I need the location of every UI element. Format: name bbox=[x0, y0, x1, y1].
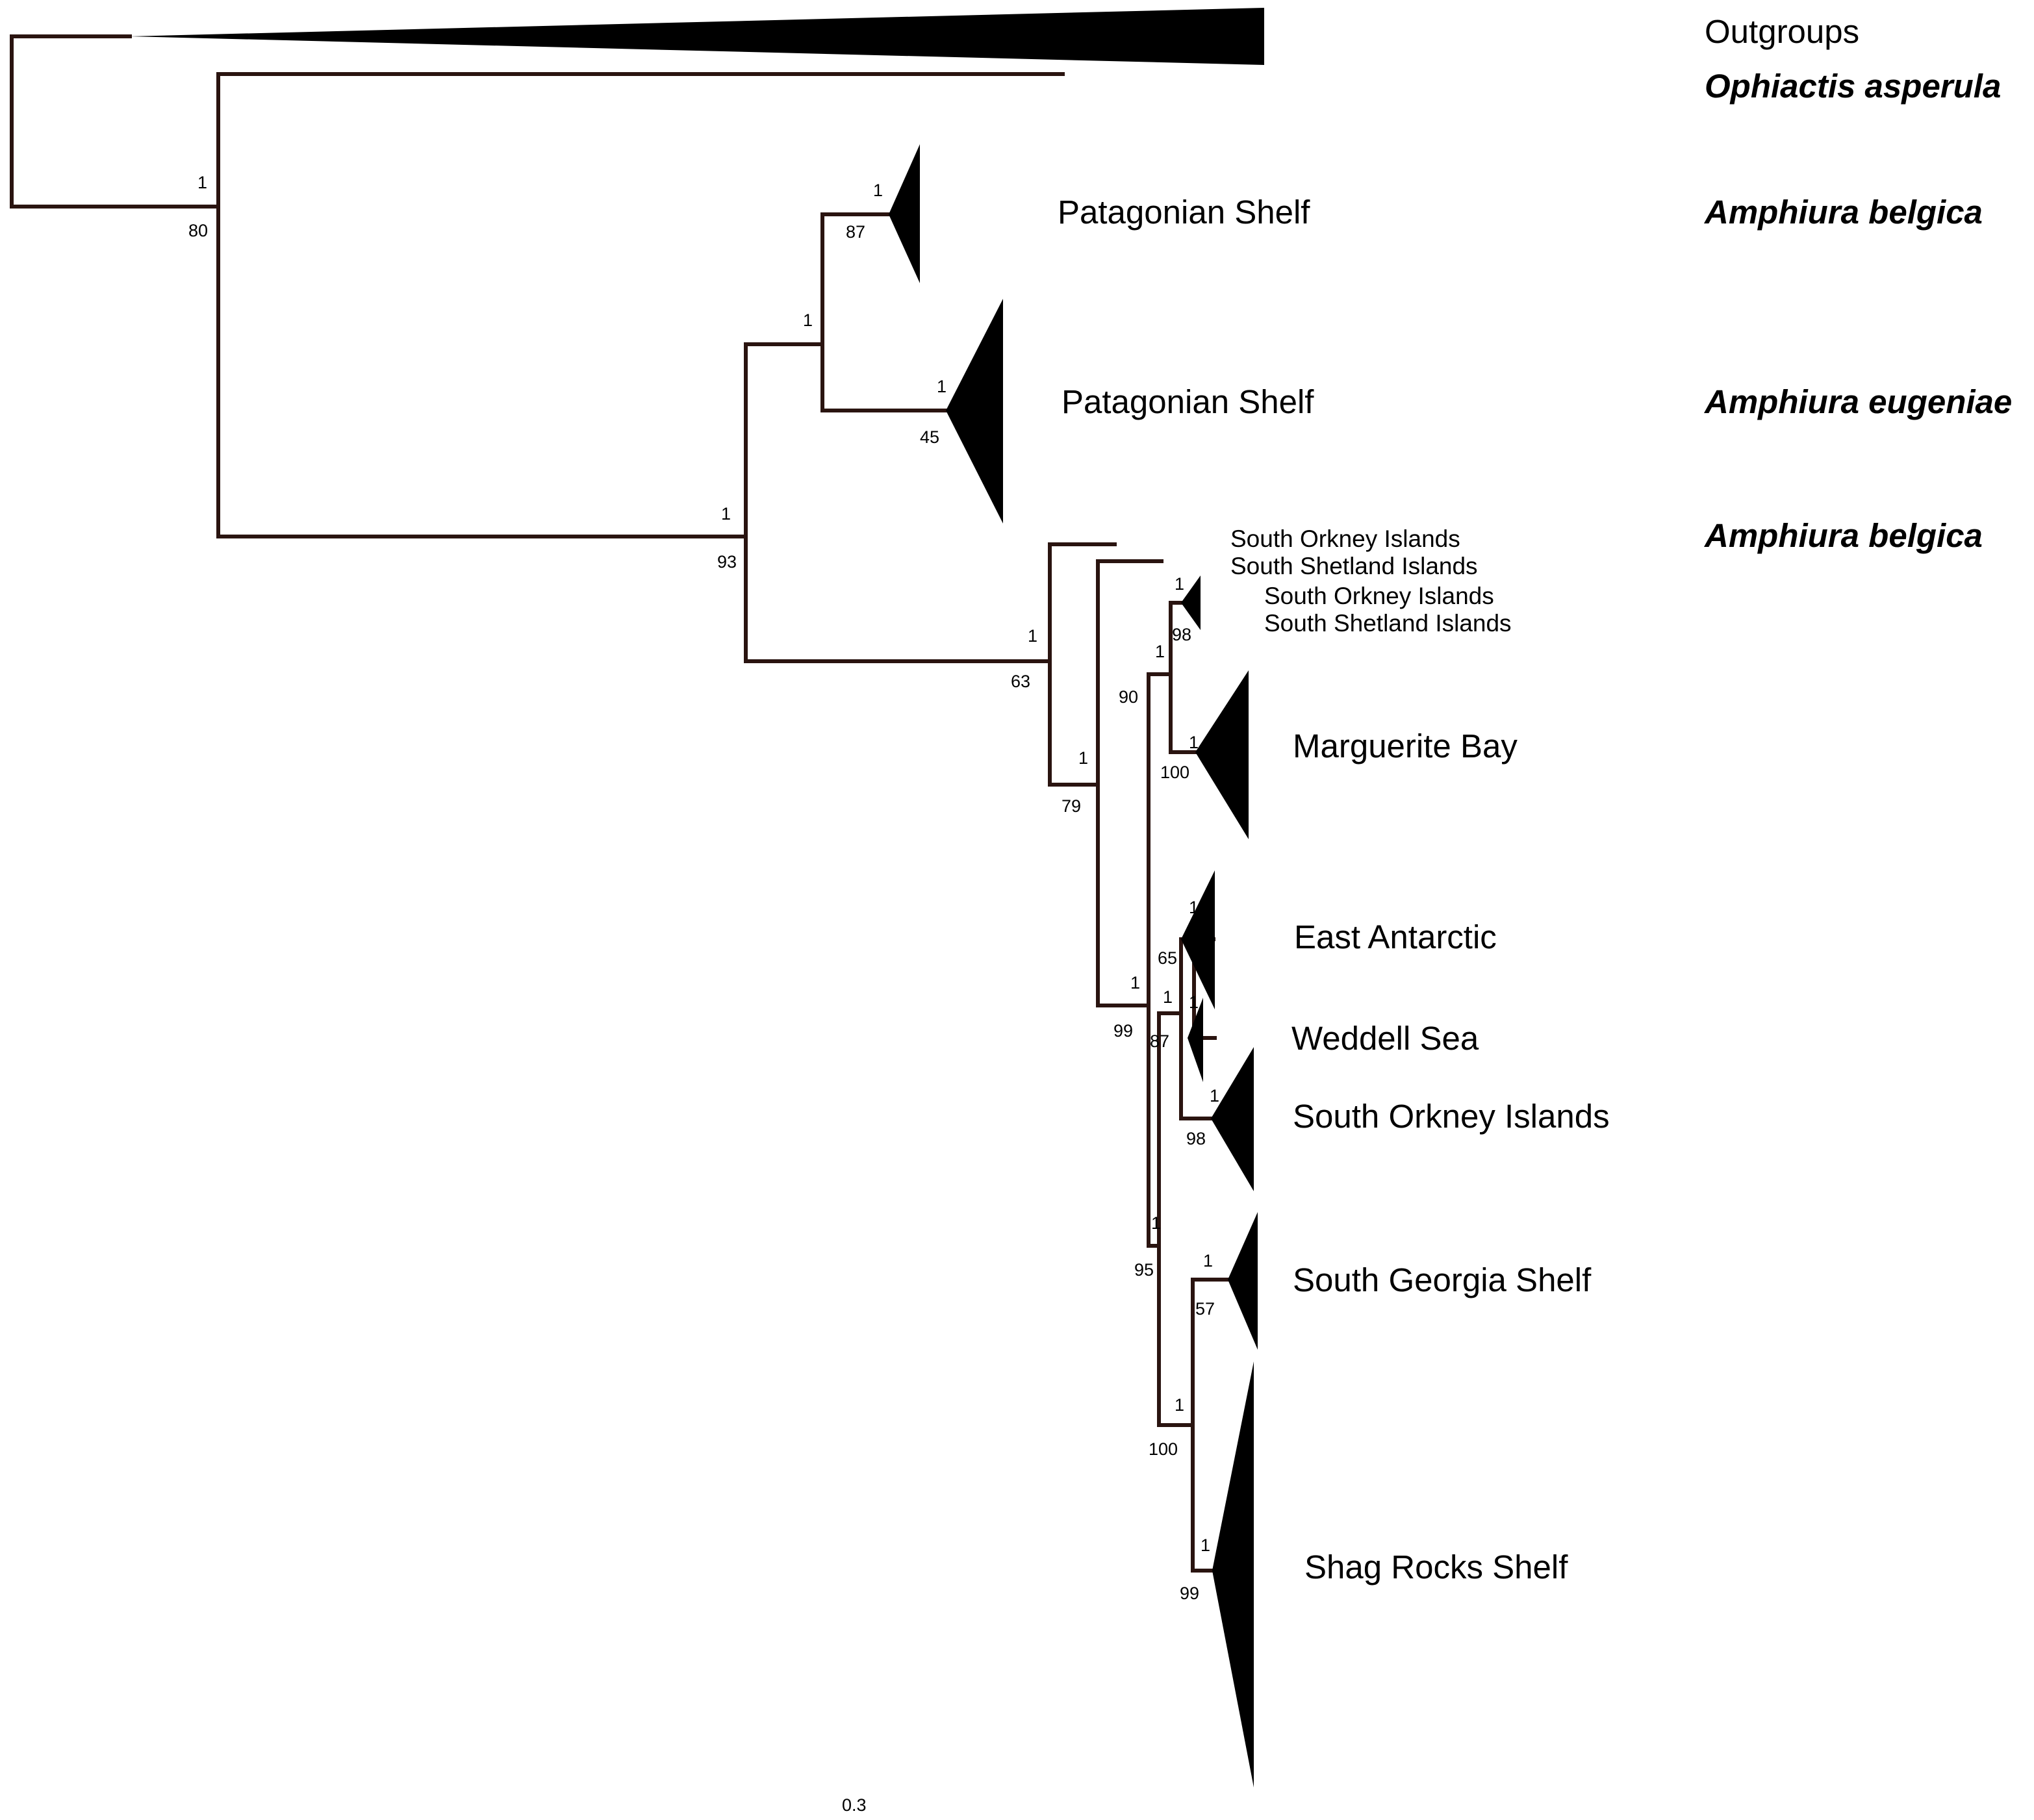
branch-antarctic-base bbox=[1048, 542, 1117, 787]
outgroups-label: Outgroups bbox=[1705, 13, 1859, 50]
branch-node-95 bbox=[1157, 1011, 1195, 1427]
location-label: South Shetland Islands bbox=[1230, 553, 1478, 579]
location-label: Marguerite Bay bbox=[1293, 727, 1518, 765]
clade-east-antarctic bbox=[1181, 870, 1215, 1009]
support-pp: 1 bbox=[1189, 733, 1199, 752]
support-bs: 87 bbox=[846, 222, 865, 242]
support-pp: 1 bbox=[1175, 1395, 1184, 1415]
tree-branches bbox=[10, 34, 1230, 1573]
support-pp: 1 bbox=[1155, 642, 1165, 661]
branch-belgica-eugeniae-split bbox=[744, 342, 1052, 663]
branch-node-99 bbox=[1147, 672, 1173, 1248]
support-bs: 45 bbox=[920, 427, 939, 447]
branch-patagonian-pair bbox=[820, 212, 948, 412]
support-bs: 87 bbox=[1150, 1031, 1169, 1051]
location-label: Weddell Sea bbox=[1291, 1020, 1479, 1057]
support-bs: 90 bbox=[1119, 687, 1138, 707]
clade-eugeniae-patagonian bbox=[946, 299, 1003, 524]
support-bs: 65 bbox=[1158, 948, 1177, 968]
location-label: Patagonian Shelf bbox=[1061, 383, 1314, 420]
support-pp: 1 bbox=[1130, 973, 1140, 992]
location-label: South Orkney Islands bbox=[1293, 1098, 1610, 1135]
support-bs: 79 bbox=[1061, 796, 1081, 816]
location-label: South Orkney Islands bbox=[1230, 525, 1460, 552]
support-bs: 80 bbox=[188, 221, 208, 240]
support-pp: 1 bbox=[197, 173, 207, 192]
clade-south-georgia bbox=[1228, 1212, 1258, 1350]
location-label: South Orkney Islands bbox=[1264, 583, 1494, 609]
branch-root bbox=[10, 34, 220, 209]
support-bs: 93 bbox=[717, 552, 737, 572]
scale-bar-label: 0.3 bbox=[842, 1795, 867, 1815]
clade-marguerite bbox=[1195, 670, 1249, 839]
location-label: South Georgia Shelf bbox=[1293, 1261, 1592, 1298]
support-pp: 1 bbox=[1201, 1536, 1210, 1555]
support-bs: 57 bbox=[1195, 1299, 1215, 1319]
support-bs: 95 bbox=[1134, 1260, 1154, 1280]
branch-node-100 bbox=[1191, 1278, 1230, 1573]
location-label: Patagonian Shelf bbox=[1058, 194, 1310, 231]
location-label: Shag Rocks Shelf bbox=[1304, 1548, 1568, 1586]
location-label: East Antarctic bbox=[1294, 918, 1497, 955]
support-pp: 1 bbox=[803, 310, 813, 330]
taxon-label: Amphiura belgica bbox=[1703, 194, 1983, 231]
support-pp: 1 bbox=[1151, 1213, 1161, 1233]
support-bs: 98 bbox=[1172, 625, 1191, 644]
support-pp: 1 bbox=[1175, 574, 1184, 594]
support-bs: 99 bbox=[1180, 1584, 1199, 1603]
clade-shag-rocks bbox=[1212, 1361, 1254, 1788]
support-bs: 63 bbox=[1011, 672, 1030, 691]
branch-ingroup bbox=[216, 72, 1065, 538]
clade-belgica-patagonian bbox=[889, 144, 920, 283]
support-pp: 1 bbox=[1210, 1086, 1219, 1106]
support-pp: 1 bbox=[1078, 748, 1088, 768]
clade-so-ss bbox=[1181, 575, 1201, 630]
support-pp: 1 bbox=[1203, 1251, 1213, 1270]
branch-node-90 bbox=[1169, 601, 1197, 754]
location-label: South Shetland Islands bbox=[1264, 610, 1512, 637]
support-bs: 100 bbox=[1160, 763, 1189, 782]
support-pp: 1 bbox=[1163, 987, 1173, 1007]
support-values: 1 80 1 93 1 87 1 1 45 1 63 1 79 1 90 1 9… bbox=[188, 173, 1219, 1603]
support-pp: 1 bbox=[873, 181, 883, 200]
taxon-label: Amphiura eugeniae bbox=[1703, 383, 2012, 420]
clade-outgroups bbox=[130, 8, 1264, 65]
collapsed-clades bbox=[130, 8, 1264, 1788]
support-pp: 1 bbox=[937, 377, 947, 396]
taxon-label: Ophiactis asperula bbox=[1705, 68, 2001, 105]
clade-south-orkney bbox=[1211, 1047, 1254, 1191]
support-bs: 100 bbox=[1149, 1439, 1178, 1459]
location-labels: Patagonian Shelf Patagonian Shelf South … bbox=[1058, 194, 1610, 1586]
support-bs: 99 bbox=[1113, 1021, 1133, 1041]
support-bs: 98 bbox=[1186, 1129, 1206, 1148]
taxon-labels: Outgroups Ophiactis asperula Amphiura be… bbox=[1703, 13, 2012, 554]
branch-node-79 bbox=[1096, 559, 1163, 1007]
support-pp: 1 bbox=[721, 504, 731, 524]
taxon-label: Amphiura belgica bbox=[1703, 517, 1983, 554]
clade-weddell bbox=[1188, 998, 1203, 1082]
support-pp: 1 bbox=[1189, 992, 1199, 1012]
support-pp: 1 bbox=[1028, 626, 1037, 646]
support-pp: 1 bbox=[1189, 898, 1199, 917]
